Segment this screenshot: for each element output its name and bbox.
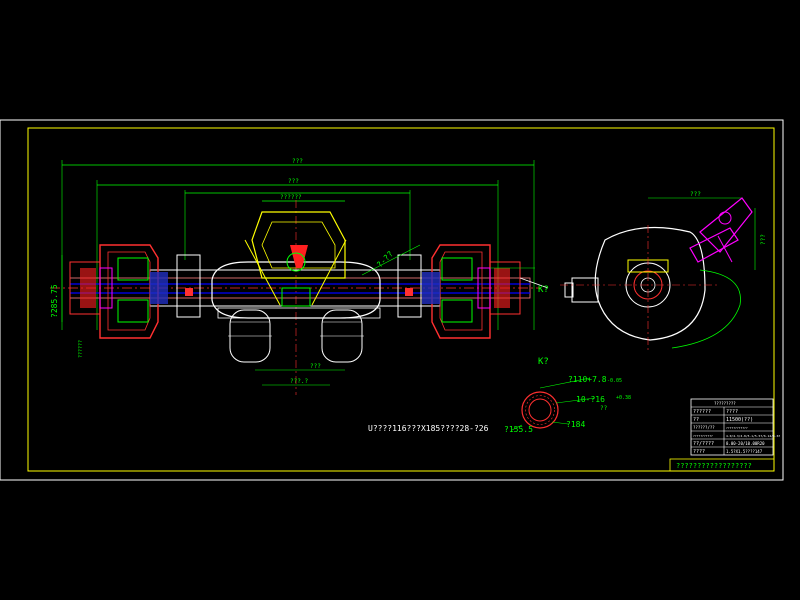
left-wheel-hub <box>69 244 168 339</box>
side-dimension-top: ??? <box>690 191 701 198</box>
inner-dimension-text-2: ?????? <box>280 194 302 201</box>
sheet-border-outer <box>0 119 784 481</box>
hub-dimension-subtext: ?????? <box>78 340 84 358</box>
detail-dimension-b-note: ?? <box>600 405 608 412</box>
inner-dimension-text-1: ??? <box>288 178 299 185</box>
title-block-value-1: 11500(??) <box>726 417 753 423</box>
title-block-header: ????????? <box>714 401 736 406</box>
title-block: ????????? ?????? ???? ?? 11500(??) ?????… <box>669 398 780 472</box>
title-block-value-5: 1.5?X1.5????147 <box>726 449 763 454</box>
detail-k-view: K? ?110+7.8 -0.05 10-?16 +0.38 ?? ?155.5… <box>504 357 631 434</box>
overall-dimension-text: ??? <box>292 158 303 165</box>
title-block-footer: ?????????????????? <box>676 462 752 470</box>
detail-dimension-c: ?155.5 <box>504 425 533 434</box>
spring-note: U????116???X185????28-?26 <box>368 424 489 433</box>
title-block-value-3: 4.0/4.3/4.8/5.1/5.57/6.14/6.67 <box>726 434 780 438</box>
bottom-dimension-text-1: ???.? <box>290 378 308 385</box>
detail-dimension-d: ?184 <box>566 420 585 429</box>
sheet-border-inner <box>27 127 775 472</box>
hub-diameter-text: ?285.75 <box>50 284 59 318</box>
view-k-label: K? <box>538 285 549 295</box>
detail-dimension-a: ?110+7.8 <box>568 375 607 384</box>
title-block-value-0: ???? <box>726 409 738 415</box>
title-block-label-1: ?? <box>693 417 699 423</box>
title-block-value-2: ???????????? <box>726 426 748 430</box>
title-block-label-3: ??????????? <box>693 434 713 438</box>
title-block-label-0: ?????? <box>693 409 711 415</box>
detail-dimension-b: 10-?16 <box>576 395 605 404</box>
title-block-label-2: ??????/?? <box>693 425 715 430</box>
air-chambers <box>217 307 381 363</box>
right-wheel-hub <box>422 244 521 339</box>
bottom-dimension-text-2: ??? <box>310 363 321 370</box>
title-block-value-4: 8.00-20/10.00R20 <box>726 441 765 446</box>
detail-dimension-a-tolerance: -0.05 <box>607 378 622 384</box>
title-block-label-5: ???? <box>693 449 705 455</box>
side-dimension-right: ??? <box>760 234 767 245</box>
title-block-label-4: ??/???? <box>693 441 714 447</box>
detail-dimension-b-tolerance: +0.38 <box>616 395 631 401</box>
detail-title: K? <box>538 357 549 367</box>
differential-housing <box>211 211 381 319</box>
axle-side-view: ??? ??? K? <box>538 191 767 350</box>
axle-front-view: ??? ??? ?????? <box>50 158 549 395</box>
